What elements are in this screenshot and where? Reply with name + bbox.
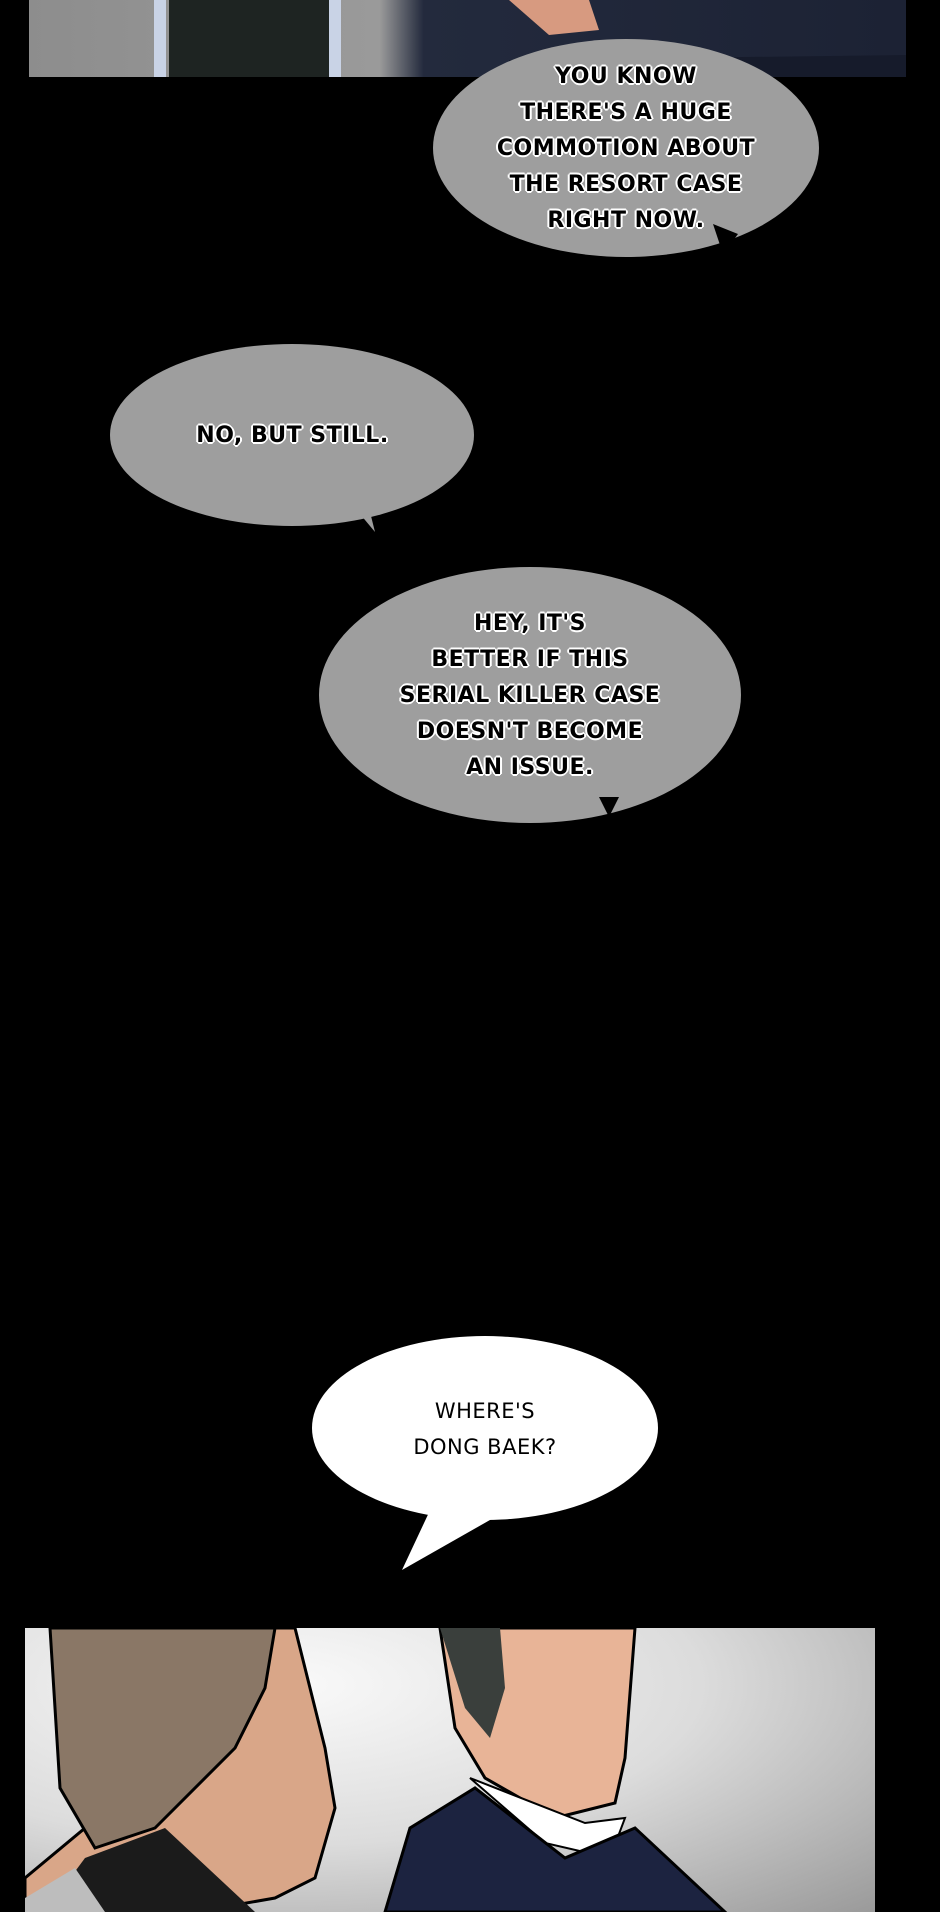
speech-bubble-1: YOU KNOW THERE'S A HUGE COMMOTION ABOUT … [433,39,819,258]
bubble-text-4: WHERE'S DONG BAEK? [413,1398,557,1459]
bubble-text-1: YOU KNOW THERE'S A HUGE COMMOTION ABOUT … [496,63,756,233]
speech-bubble-4: WHERE'S DONG BAEK? [312,1336,658,1570]
speech-bubble-2: NO, BUT STILL. [110,344,475,532]
speech-bubble-3: HEY, IT'S BETTER IF THIS SERIAL KILLER C… [319,567,741,824]
bubble-text-2: NO, BUT STILL. [196,422,389,448]
characters-illustration-bottom [25,1628,728,1912]
comic-panel-bottom [25,1628,875,1912]
bubble-text-3: HEY, IT'S BETTER IF THIS SERIAL KILLER C… [399,610,661,780]
